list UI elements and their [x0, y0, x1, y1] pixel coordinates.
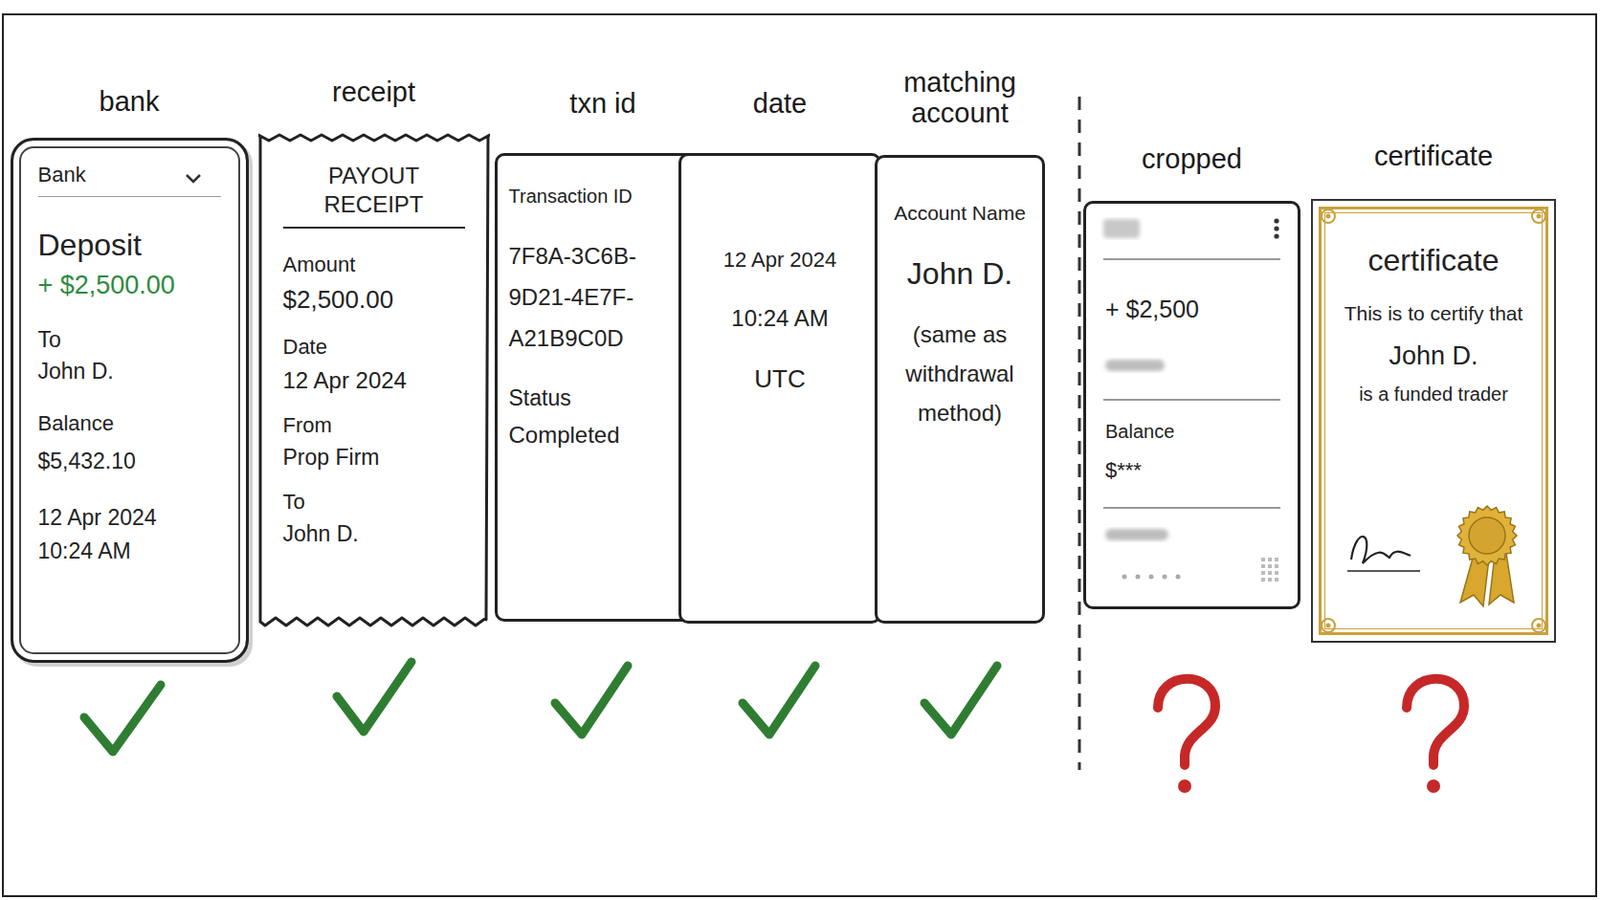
card-text: (same as withdrawal method): [888, 315, 1031, 433]
blurred-details: [1103, 218, 1281, 582]
card-text: John D.: [283, 520, 466, 549]
question-marks: [1157, 679, 1465, 766]
cropped-art: [1086, 203, 1298, 607]
card-text: $2,500.00: [283, 284, 466, 316]
bank-art: [13, 140, 246, 661]
card-text: From: [283, 412, 466, 440]
dropdown-chevron: [186, 175, 200, 182]
plain-card: matching accountAccount NameJohn D.(same…: [874, 155, 1045, 624]
card-text: UTC: [688, 363, 871, 396]
column-heading: matching account: [878, 67, 1042, 130]
column-heading: certificate: [1309, 141, 1558, 173]
cropped-card: cropped+ $2,500Balance$***: [1083, 200, 1301, 610]
card-text: + $2,500.00: [38, 269, 222, 303]
checkmarks: [84, 662, 998, 753]
card-text: Amount: [283, 251, 466, 279]
column-heading: receipt: [249, 77, 499, 109]
plain-art: [877, 157, 1043, 622]
checkmark: [555, 666, 628, 735]
receipt-outline: [258, 134, 490, 626]
bank-card: bankBankDeposit+ $2,500.00ToJohn D.Balan…: [10, 137, 249, 664]
card-text: 12 Apr 2024: [38, 504, 222, 533]
column-heading: date: [655, 88, 905, 120]
card-text: This is to certify that: [1333, 294, 1534, 334]
question-dot: [1177, 779, 1192, 794]
card-text: John D.: [38, 357, 222, 386]
card-text: To: [38, 326, 222, 355]
column-heading: cropped: [1067, 144, 1317, 176]
card-text: Balance: [1105, 420, 1279, 445]
checkmark: [84, 685, 161, 753]
column-heading: txn id: [478, 88, 728, 120]
card-text: John D.: [1333, 340, 1534, 374]
card-text: is a funded trader: [1333, 382, 1534, 407]
cert-card: certificatecertificateThis is to certify…: [1311, 199, 1556, 644]
divider-line: [1078, 96, 1082, 771]
card-text: 12 Apr 2024: [283, 366, 466, 396]
card-text: Deposit: [38, 225, 222, 265]
card-text: Date: [283, 333, 466, 361]
question-mark: [1157, 679, 1216, 766]
frame: [2, 14, 1597, 897]
card-text: Transaction ID: [509, 184, 698, 209]
card-text: 7F8A-3C6B- 9D21-4E7F- A21B9C0D: [509, 235, 698, 360]
card-text: + $2,500: [1105, 294, 1279, 325]
question-mark: [1406, 679, 1465, 766]
card-text: Status: [509, 384, 698, 413]
card-text: Balance: [38, 410, 222, 438]
card-text: certificate: [1333, 241, 1534, 280]
checkmark: [336, 662, 412, 733]
checkmark: [742, 666, 816, 735]
card-text: $5,432.10: [38, 447, 222, 476]
card-text: Account Name: [888, 200, 1031, 226]
card-text: 10:24 AM: [38, 537, 222, 566]
card-text: Completed: [509, 421, 698, 450]
card-text: $***: [1105, 457, 1279, 485]
plain-card: date12 Apr 202410:24 AMUTC: [678, 153, 882, 624]
card-text: 10:24 AM: [688, 304, 871, 334]
receipt-card: receiptPAYOUT RECEIPTAmount$2,500.00Date…: [258, 133, 490, 628]
card-text: PAYOUT RECEIPT: [283, 161, 466, 229]
checkmark: [924, 666, 998, 735]
card-text: 12 Apr 2024: [688, 246, 871, 274]
card-text: John D.: [888, 254, 1031, 293]
question-dot: [1426, 779, 1441, 794]
card-text: Prop Firm: [283, 444, 466, 472]
card-text: Bank: [38, 161, 222, 198]
card-text: To: [283, 488, 466, 516]
column-heading: bank: [4, 87, 254, 118]
certificate-art: [1321, 209, 1546, 633]
